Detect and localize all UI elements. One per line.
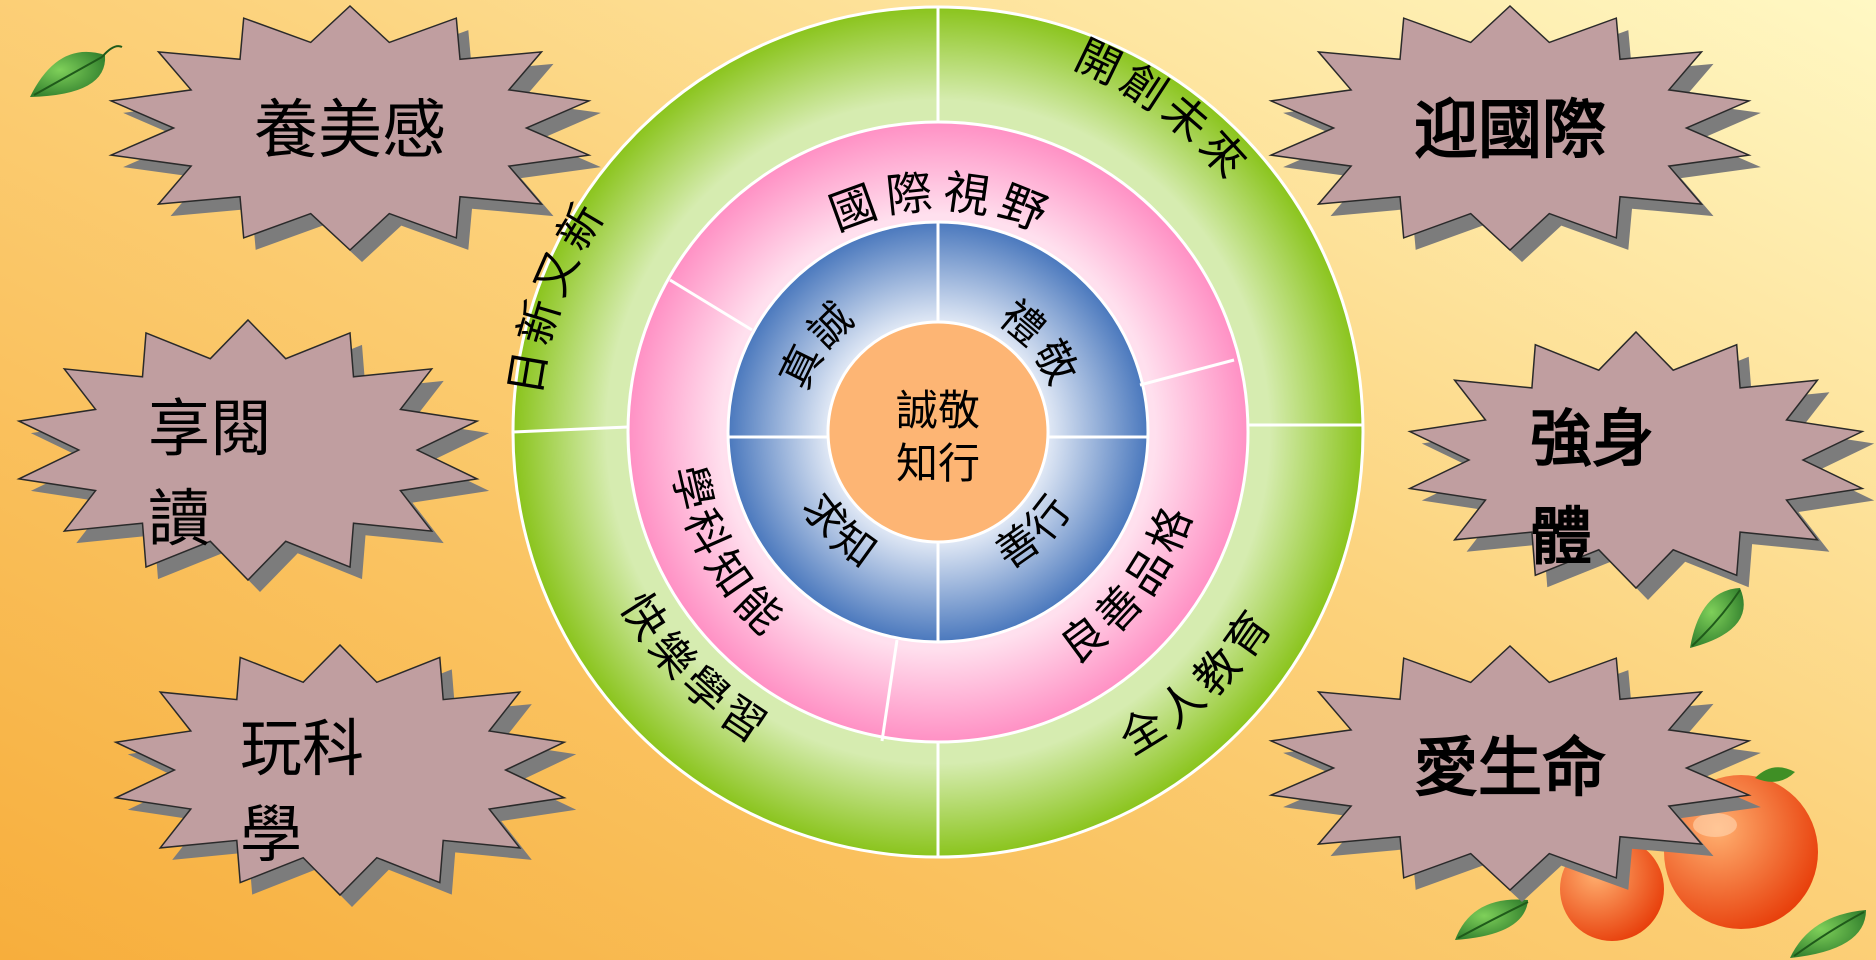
burst-reading-line2: 讀	[148, 482, 210, 555]
burst-reading: 享閱 讀	[16, 318, 490, 592]
burst-aesthetics: 養美感	[108, 4, 601, 262]
burst-fitness-line1: 強身	[1530, 402, 1654, 475]
burst-aesthetics-label: 養美感	[254, 94, 446, 168]
center-line-2: 知行	[896, 439, 980, 488]
burst-life: 愛生命	[1268, 644, 1761, 902]
inner-ring-dividers	[728, 222, 1148, 642]
burst-science-line1: 玩科	[240, 712, 364, 785]
center-line-1: 誠敬	[896, 386, 980, 435]
leaf-icon-2	[1690, 588, 1744, 648]
leaf-icon-3	[1455, 899, 1529, 940]
outer-ring-dividers	[512, 7, 1363, 857]
leaf-icon-4	[1790, 910, 1866, 958]
burst-fitness-line2: 體	[1530, 500, 1592, 573]
middle-ring-dividers	[669, 278, 1235, 742]
burst-reading-line1: 享閱	[148, 392, 272, 465]
burst-life-label: 愛生命	[1414, 731, 1606, 806]
burst-fitness: 強身 體	[1407, 330, 1875, 600]
burst-international: 迎國際	[1268, 4, 1761, 262]
leaf-icon	[30, 45, 123, 97]
burst-science: 玩科 學	[113, 643, 577, 907]
ring-diagram: 日新又新 開創未來 全人教育 快樂學習 國際視野 良善品格 學科知能 真誠 禮敬…	[500, 5, 1365, 859]
burst-science-line2: 學	[240, 798, 302, 871]
burst-international-label: 迎國際	[1414, 93, 1606, 168]
